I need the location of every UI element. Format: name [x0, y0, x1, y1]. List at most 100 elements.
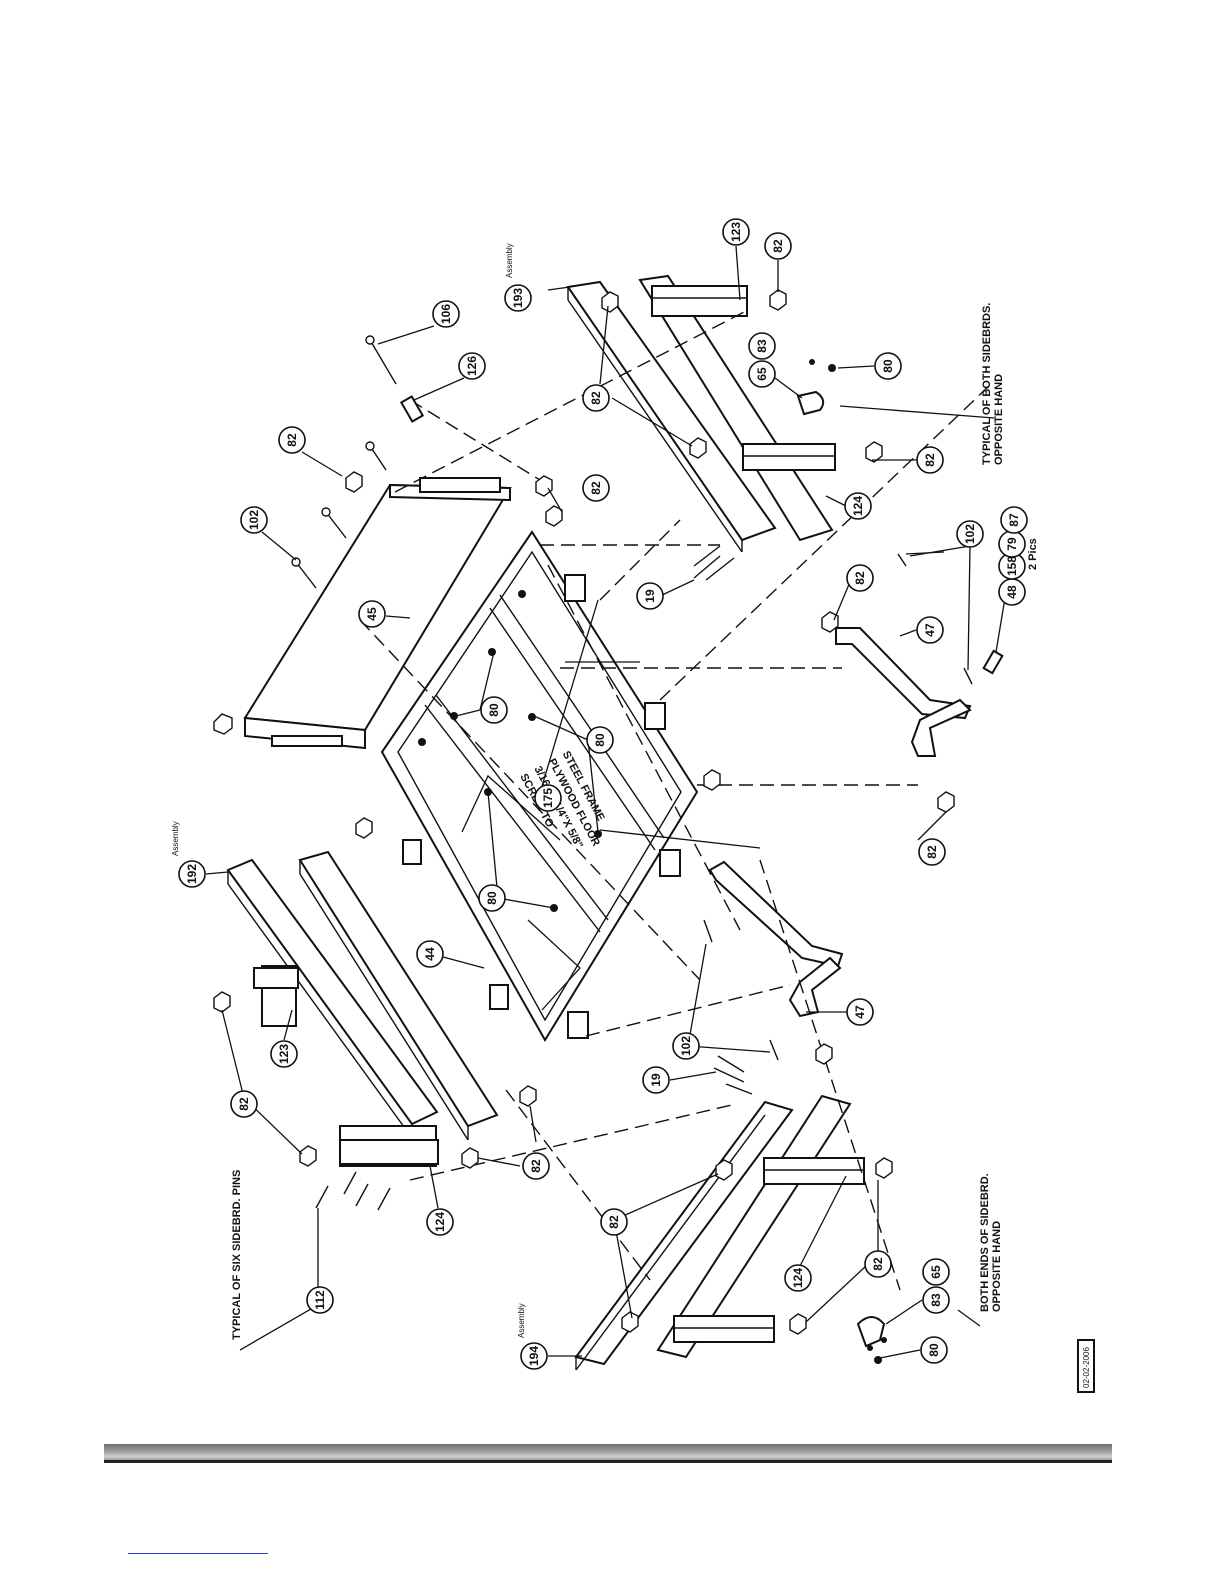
assembly-label-top: Assembly: [171, 821, 180, 856]
svg-text:45: 45: [365, 607, 379, 621]
svg-text:158: 158: [1005, 556, 1019, 576]
note-both-ends-2: OPPOSITE HAND: [991, 1221, 1003, 1312]
part-bubble-19: 19: [636, 582, 664, 610]
part-bubble-124: 124: [844, 492, 872, 520]
clevis-parts: [796, 390, 886, 1348]
part-bubble-80: 80: [586, 726, 614, 754]
part-bubble-79: 79: [998, 530, 1026, 558]
part-bubble-87: 87: [1000, 506, 1028, 534]
svg-text:82: 82: [607, 1215, 621, 1229]
svg-text:123: 123: [277, 1044, 291, 1064]
sideboard-left: [226, 850, 499, 1167]
part-bubble-106: 106: [432, 300, 460, 328]
side-notes: TYPICAL OF SIX SIDEBRD. PINS BOTH ENDS O…: [231, 303, 1039, 1340]
svg-text:47: 47: [923, 623, 937, 637]
handle-upper: [835, 627, 972, 757]
svg-text:193: 193: [511, 288, 525, 308]
part-bubble-194: 194: [520, 1342, 548, 1370]
svg-text:194: 194: [527, 1346, 541, 1366]
part-bubble-126: 126: [458, 352, 486, 380]
part-bubble-123: 123: [270, 1040, 298, 1068]
part-bubble-82: 82: [764, 232, 792, 260]
part-bubble-47: 47: [916, 616, 944, 644]
svg-text:82: 82: [529, 1159, 543, 1173]
part-bubble-48: 48: [998, 578, 1026, 606]
note-typical-both-2: OPPOSITE HAND: [993, 374, 1005, 465]
part-bubble-82: 82: [278, 426, 306, 454]
part-bubble-80: 80: [874, 352, 902, 380]
svg-text:82: 82: [285, 433, 299, 447]
svg-text:65: 65: [755, 367, 769, 381]
svg-text:83: 83: [929, 1293, 943, 1307]
bolts-and-pins: [291, 335, 1004, 1211]
svg-text:102: 102: [963, 524, 977, 544]
svg-text:48: 48: [1005, 585, 1019, 599]
svg-text:124: 124: [851, 496, 865, 516]
svg-text:106: 106: [439, 304, 453, 324]
part-bubble-82: 82: [864, 1250, 892, 1278]
footer-rule: [104, 1444, 1112, 1462]
svg-text:80: 80: [487, 703, 501, 717]
assembly-label-bottom: Assembly: [517, 1303, 526, 1338]
part-bubble-80: 80: [920, 1336, 948, 1364]
note-two-pcs: 2 Pics: [1027, 538, 1039, 570]
svg-text:82: 82: [925, 845, 939, 859]
svg-text:82: 82: [771, 239, 785, 253]
svg-text:82: 82: [237, 1097, 251, 1111]
part-bubble-192: 192: [178, 860, 206, 888]
part-bubble-82: 82: [846, 564, 874, 592]
part-bubble-80: 80: [480, 696, 508, 724]
footer-link-underline[interactable]: [128, 1553, 268, 1554]
hex-nuts: [213, 289, 955, 1335]
note-sidebrd-pins: TYPICAL OF SIX SIDEBRD. PINS: [231, 1170, 243, 1340]
svg-text:83: 83: [755, 339, 769, 353]
svg-text:124: 124: [791, 1268, 805, 1288]
steel-frame: [380, 530, 699, 1042]
part-bubble-82: 82: [522, 1152, 550, 1180]
svg-text:47: 47: [853, 1005, 867, 1019]
svg-text:82: 82: [853, 571, 867, 585]
svg-text:80: 80: [485, 891, 499, 905]
svg-text:79: 79: [1005, 537, 1019, 551]
svg-text:112: 112: [313, 1290, 327, 1310]
part-bubble-193: 193: [504, 284, 532, 312]
part-bubble-112: 112: [306, 1286, 334, 1314]
part-bubble-83: 83: [748, 332, 776, 360]
leader-lines: [205, 245, 1007, 1359]
part-bubble-124: 124: [784, 1264, 812, 1292]
part-bubble-175: 175: [534, 784, 562, 812]
svg-text:80: 80: [881, 359, 895, 373]
svg-text:65: 65: [929, 1265, 943, 1279]
part-bubble-82: 82: [918, 838, 946, 866]
part-bubble-102: 102: [956, 520, 984, 548]
part-bubble-82: 82: [916, 446, 944, 474]
date-stamp-text: 02-02-2006: [1082, 1347, 1091, 1388]
svg-text:80: 80: [927, 1343, 941, 1357]
svg-text:82: 82: [589, 391, 603, 405]
part-bubble-83: 83: [922, 1286, 950, 1314]
part-number-bubbles: 106 126 82 102 45 82 193 123 82 82 65 83…: [178, 218, 1028, 1370]
part-bubble-19: 19: [642, 1066, 670, 1094]
svg-text:175: 175: [541, 788, 555, 808]
part-bubble-65: 65: [748, 360, 776, 388]
svg-text:82: 82: [589, 481, 603, 495]
part-bubble-82: 82: [582, 384, 610, 412]
handle-lower: [708, 860, 844, 1018]
svg-text:124: 124: [433, 1212, 447, 1232]
note-both-ends-1: BOTH ENDS OF SIDEBRD.: [979, 1173, 991, 1312]
sideboard-bottom: [574, 1094, 865, 1371]
part-bubble-124: 124: [426, 1208, 454, 1236]
svg-text:123: 123: [729, 222, 743, 242]
part-bubble-82: 82: [600, 1208, 628, 1236]
stakes: [253, 967, 439, 1165]
svg-text:192: 192: [185, 864, 199, 884]
svg-text:19: 19: [643, 589, 657, 603]
assembly-labels: Assembly Assembly Assembly: [171, 243, 526, 1338]
part-bubble-102: 102: [672, 1032, 700, 1060]
svg-text:102: 102: [247, 510, 261, 530]
svg-text:80: 80: [593, 733, 607, 747]
part-bubble-45: 45: [358, 600, 386, 628]
date-stamp: 02-02-2006: [1077, 1339, 1095, 1393]
svg-text:19: 19: [649, 1073, 663, 1087]
